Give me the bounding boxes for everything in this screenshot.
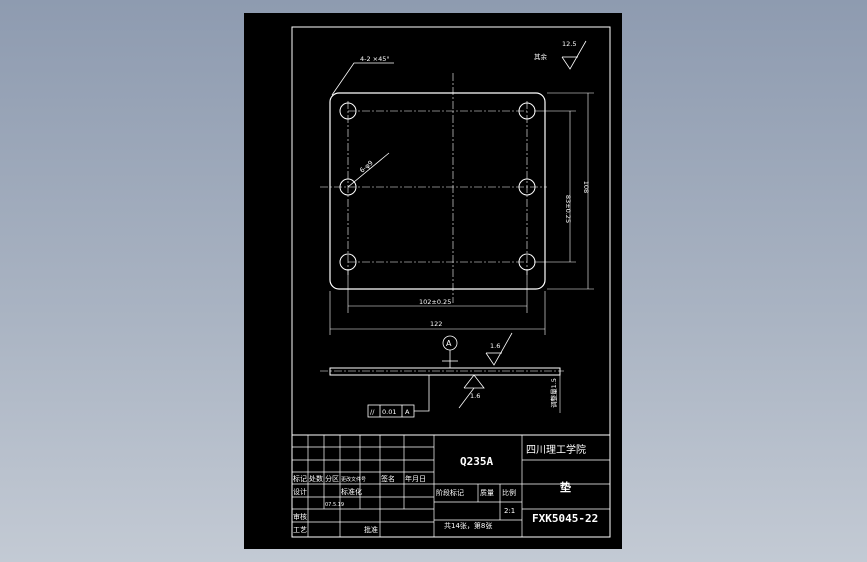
tolerance-value: 0.01 [382,408,396,416]
row-label-change: 更改文件号 [341,476,366,483]
row-label-date: 年月日 [405,474,426,483]
chamfer-label: 4-2 ×45° [360,55,390,63]
stage-label: 阶段标记 [436,488,464,497]
roughness-symbol-mid [485,332,513,366]
tolerance-symbol: // [370,408,375,416]
drawing-sheet: 4-2 ×45° 6-φ9 其余 12.5 102±0.25 122 83±0.… [244,13,622,549]
sheet-count-label: 共14张，第8张 [444,521,492,530]
scale-value: 2:1 [504,507,515,515]
overall-height-label: 108 [582,181,590,193]
roughness-top-value: 1.6 [490,342,500,350]
process-label: 工艺 [293,526,307,534]
hole-leader [347,152,390,188]
holes [339,102,536,271]
approve-label: 批准 [364,525,378,534]
height-spacing-label: 83±0.25 [564,195,572,223]
roughness-symbol-top [561,40,587,70]
dimension-lines [329,92,594,335]
width-spacing-label: 102±0.25 [419,298,451,306]
chamfer-leader [331,62,394,96]
row-label-count: 处数 [309,474,323,483]
cad-drawing: 4-2 ×45° 6-φ9 其余 12.5 102±0.25 122 83±0.… [291,26,611,538]
mass-label: 质量 [480,488,494,497]
review-label: 审核 [293,512,307,521]
thickness-note: 调整量1.5 [549,378,558,408]
drawing-number-label: FXK5045-22 [532,512,598,525]
date-value: 07.5.19 [325,502,344,508]
material-label: Q235A [460,455,493,468]
tolerance-datum: A [405,408,410,416]
part-name-label: 垫 [560,480,571,494]
standardization-label: 标准化 [341,487,362,496]
plate-outline [329,92,546,290]
side-view [329,367,561,376]
design-label: 设计 [293,487,307,496]
roughness-rest-value: 12.5 [562,40,576,48]
row-label-zone: 分区 [325,474,339,483]
roughness-symbol-bottom [463,374,485,389]
title-block [291,434,611,538]
centerlines [320,73,547,303]
roughness-bottom-value: 1.6 [470,392,480,400]
overall-width-label: 122 [430,320,442,328]
roughness-rest-label: 其余 [534,52,548,61]
row-label-mark: 标记 [293,474,307,483]
school-label: 四川理工学院 [526,443,586,456]
scale-label: 比例 [502,488,516,497]
datum-label: A [446,339,452,348]
row-label-sign: 签名 [381,474,395,483]
